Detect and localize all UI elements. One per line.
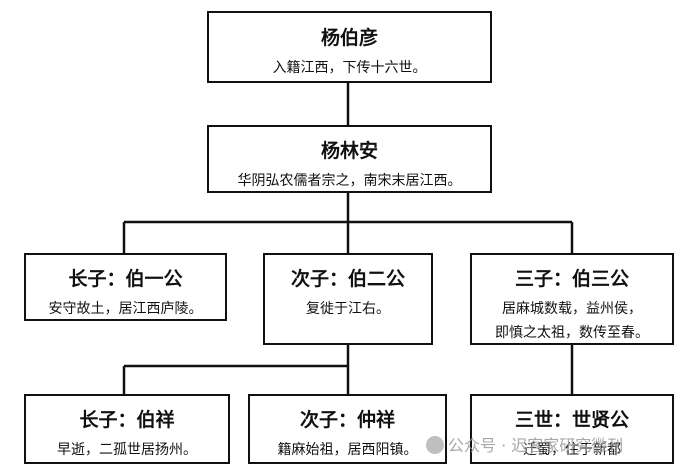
node-name: 杨林安	[320, 140, 378, 162]
node-name: 杨伯彦	[320, 27, 378, 49]
watermark: 公众号 · 迟客家研究微刊	[426, 432, 623, 456]
wechat-icon	[426, 436, 444, 454]
watermark-text: 公众号 · 迟客家研究微刊	[448, 436, 624, 455]
node-name: 次子：仲祥	[299, 409, 395, 431]
node-name: 长子：伯一公	[68, 268, 183, 290]
node-desc: 入籍江西，下传十六世。	[272, 60, 427, 76]
node-desc: 华阴弘农儒者宗之，南宋末居江西。	[237, 173, 462, 189]
node-yang-linan: 杨林安 华阴弘农儒者宗之，南宋末居江西。	[207, 125, 492, 193]
node-yang-boyan: 杨伯彦 入籍江西，下传十六世。	[207, 11, 492, 83]
node-desc: 早逝，二孤世居扬州。	[57, 442, 197, 458]
node-desc: 复徙于江右。	[306, 301, 390, 317]
node-name: 三世：世贤公	[514, 409, 629, 431]
node-boyi-gong: 长子：伯一公 安守故土，居江西庐陵。	[24, 253, 227, 321]
node-boer-gong: 次子：伯二公 复徙于江右。	[263, 253, 433, 345]
node-name: 三子：伯三公	[514, 268, 629, 290]
node-shixian-gong: 三世：世贤公 迁蜀，住于新都	[470, 394, 674, 464]
node-boxiang: 长子：伯祥 早逝，二孤世居扬州。	[24, 394, 230, 464]
node-zhongxiang: 次子：仲祥 籍麻始祖，居西阳镇。	[248, 394, 447, 464]
node-desc: 居麻城数载，益州侯， 即慎之太祖，数传至春。	[495, 301, 649, 341]
node-desc: 籍麻始祖，居西阳镇。	[277, 442, 418, 458]
node-bosan-gong: 三子：伯三公 居麻城数载，益州侯， 即慎之太祖，数传至春。	[470, 253, 674, 345]
node-desc: 安守故土，居江西庐陵。	[48, 301, 203, 317]
node-desc: 迁蜀，住于新都	[523, 442, 621, 458]
node-name: 次子：伯二公	[290, 268, 405, 290]
node-name: 长子：伯祥	[79, 409, 175, 431]
